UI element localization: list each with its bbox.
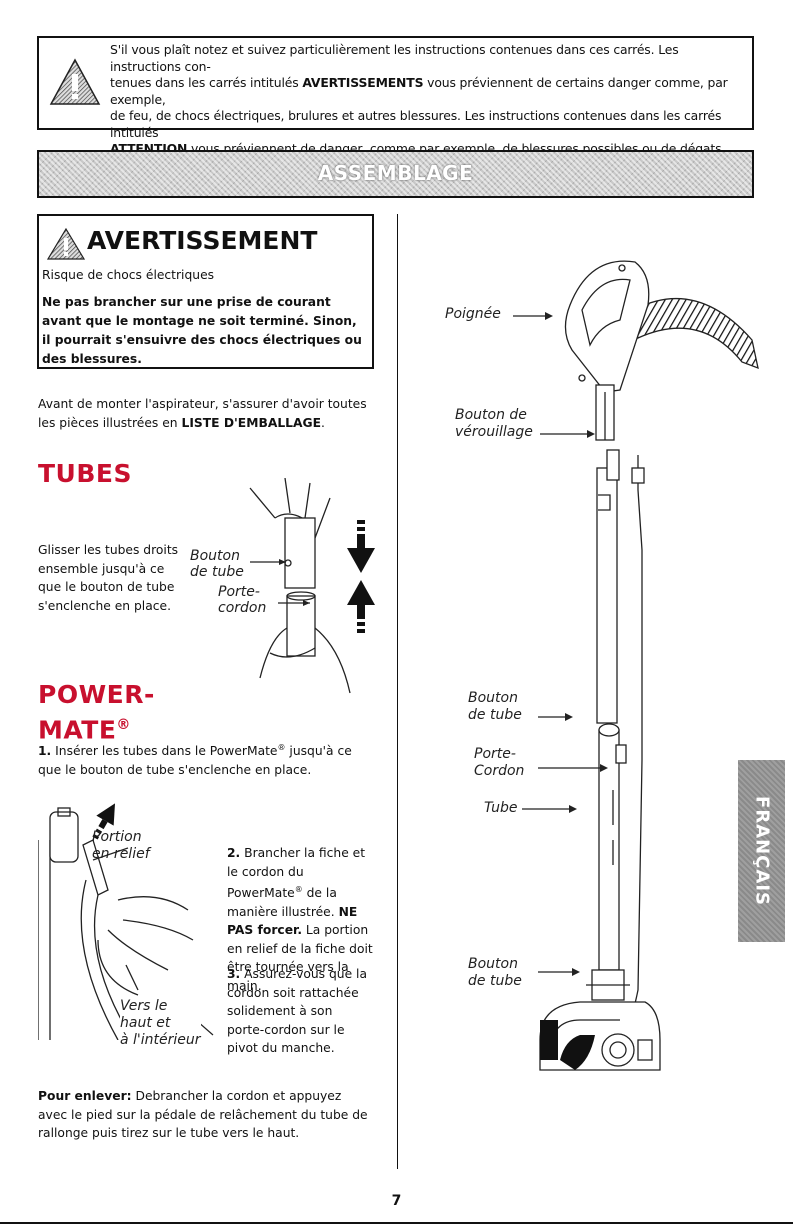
bottom-rule — [0, 1222, 793, 1224]
arrow-icon — [538, 764, 608, 772]
column-divider — [397, 214, 398, 1169]
powermate-heading: POWER- MATE® — [38, 680, 155, 745]
callout-porte-cordon-diagram: Porte- Cordon — [474, 746, 525, 779]
powermate-step-2: 2. Brancher la fiche et le cordon du Pow… — [227, 846, 373, 993]
arrow-icon — [522, 805, 577, 813]
safety-notice-box: S'il vous plaît notez et suivez particul… — [37, 36, 754, 156]
callout-bouton-tube-2: Bouton de tube — [468, 956, 522, 989]
callout-portion-relief: Portion en relief — [92, 829, 150, 862]
arrow-icon — [540, 430, 595, 438]
warning-triangle-icon — [49, 58, 101, 105]
remove-instructions: Pour enlever: Debrancher la cordon et ap… — [38, 1089, 368, 1140]
section-banner-title: ASSEMBLAGE — [317, 161, 474, 185]
arrow-icon — [513, 312, 553, 320]
warning-box: AVERTISSEMENT Risque de chocs électrique… — [37, 214, 374, 369]
warning-body: Ne pas brancher sur une prise de courant… — [42, 295, 362, 366]
callout-poignee: Poignée — [445, 306, 501, 322]
callout-bouton-verrouillage: Bouton de vérouillage — [455, 407, 533, 440]
language-tab: FRANÇAIS — [738, 760, 785, 942]
notice-line: tenues dans les carrés intitulés AVERTIS… — [110, 75, 728, 107]
powermate-step-3: 3. Assurez-vous que la cordon soit ratta… — [227, 967, 368, 1055]
tubes-heading: TUBES — [38, 459, 132, 488]
tubes-instructions: Glisser les tubes droits ensemble jusqu'… — [38, 543, 179, 613]
callout-bouton-tube: Bouton de tube — [190, 548, 244, 580]
notice-line: S'il vous plaît notez et suivez particul… — [110, 42, 679, 74]
section-banner: ASSEMBLAGE — [37, 150, 754, 198]
tubes-illustration — [249, 478, 375, 694]
warning-risk: Risque de chocs électriques — [42, 268, 215, 282]
arrow-icon — [538, 968, 580, 976]
callout-bouton-tube-1: Bouton de tube — [468, 690, 522, 723]
powermate-step-1: 1. Insérer les tubes dans le PowerMate® … — [38, 743, 352, 777]
language-tab-label: FRANÇAIS — [751, 796, 772, 906]
safety-notice-text: S'il vous plaît notez et suivez particul… — [110, 42, 750, 158]
page-number: 7 — [391, 1193, 402, 1209]
arrow-icon — [538, 713, 573, 721]
callout-porte-cordon: Porte- cordon — [218, 584, 267, 616]
notice-line: de feu, de chocs électriques, brulures e… — [110, 108, 722, 140]
callout-tube: Tube — [484, 800, 518, 816]
warning-triangle-icon — [47, 228, 85, 260]
warning-title: AVERTISSEMENT — [87, 226, 318, 255]
vacuum-assembly-diagram — [539, 260, 759, 1071]
intro-paragraph: Avant de monter l'aspirateur, s'assurer … — [38, 397, 367, 430]
callout-vers-le-haut: Vers le haut et à l'intérieur — [120, 998, 201, 1049]
